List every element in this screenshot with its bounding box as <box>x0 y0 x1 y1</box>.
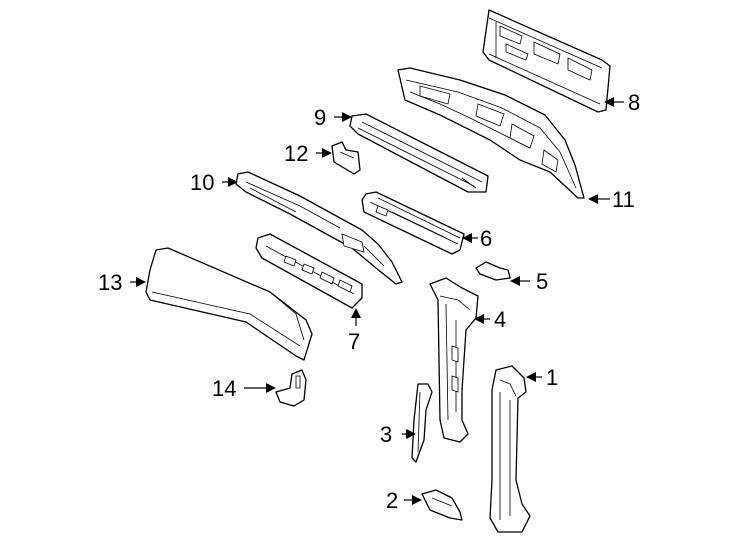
part-4-pillar-reinforcement[interactable] <box>429 277 479 443</box>
callout-6: 6 <box>480 226 492 251</box>
callout-4: 4 <box>494 307 506 332</box>
part-1-pillar-trim[interactable] <box>489 365 531 533</box>
callout-5: 5 <box>536 269 548 294</box>
callout-8: 8 <box>628 90 640 115</box>
callout-1: 1 <box>546 365 558 390</box>
callout-7: 7 <box>348 329 360 354</box>
part-12-bracket[interactable] <box>331 141 361 175</box>
part-8-back-panel[interactable] <box>482 9 611 113</box>
part-11-shelf-brace[interactable] <box>397 67 585 199</box>
part-6-crossmember[interactable] <box>361 191 465 255</box>
part-2-bracket[interactable] <box>421 489 463 521</box>
callout-3: 3 <box>380 422 392 447</box>
leader-lines <box>130 97 624 505</box>
part-14-clip[interactable] <box>275 369 307 407</box>
callout-9: 9 <box>314 105 326 130</box>
part-7-lower-rail[interactable] <box>255 233 363 309</box>
part-10-rear-rail[interactable] <box>235 171 403 285</box>
callout-14: 14 <box>212 376 236 401</box>
callout-2: 2 <box>386 488 398 513</box>
callout-labels: 8 11 9 12 10 6 5 4 7 13 14 3 1 2 <box>98 90 640 513</box>
part-13-trim-panel[interactable] <box>145 247 313 361</box>
callout-12: 12 <box>284 141 308 166</box>
part-9-cross-rail[interactable] <box>349 113 489 193</box>
callout-11: 11 <box>612 187 635 212</box>
callout-10: 10 <box>190 170 214 195</box>
part-5-plate[interactable] <box>475 261 511 281</box>
callout-13: 13 <box>98 270 122 295</box>
part-3-strip[interactable] <box>411 383 433 463</box>
